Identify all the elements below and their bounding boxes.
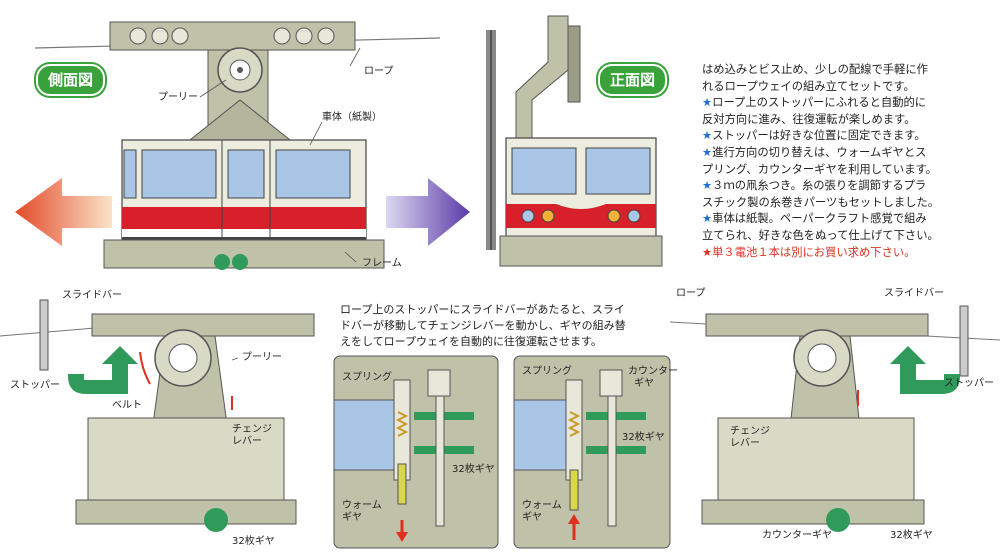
spring-label-inset-right: スプリング xyxy=(522,366,572,377)
frame-label: フレーム xyxy=(362,258,402,269)
worm-gear-label-inset-right-2: ギヤ xyxy=(522,512,542,523)
feature-line: ロープ上のストッパーにふれると自動的に xyxy=(712,96,927,110)
side-view-drawing xyxy=(34,21,441,270)
stopper-label-left: ストッパー xyxy=(10,380,60,391)
bottom-left-mechanism xyxy=(0,299,315,532)
counter-gear-label-inset-right-1: カウンター xyxy=(628,366,678,377)
front-view-drawing xyxy=(486,15,663,267)
belt-label: ベルト xyxy=(112,400,142,411)
change-lever-label-right-2: レバー xyxy=(730,438,760,449)
feature-line: プリング、カウンターギヤを利用しています。 xyxy=(702,162,937,176)
worm-gear-label-inset-right-1: ウォーム xyxy=(522,500,562,511)
description-text: はめ込みとビス止め、少しの配線で手軽に作 れるロープウェイの組み立てセットです。… xyxy=(702,62,994,261)
slide-bar-label-left: スライドバー xyxy=(62,290,122,301)
intro-line: はめ込みとビス止め、少しの配線で手軽に作 xyxy=(702,63,928,76)
rope-label: ロープ xyxy=(364,66,394,77)
inset-left-drawing xyxy=(333,355,499,549)
star-icon: ★ xyxy=(702,129,713,143)
front-view-badge: 正面図 xyxy=(598,64,668,96)
mechanism-explanation: ロープ上のストッパーにスライドバーがあたると、スライ ドバーが移動してチェンジレ… xyxy=(340,302,660,350)
feature-line: ３ｍの凧糸つき。糸の張りを調節するプラ xyxy=(712,179,927,193)
star-icon: ★ xyxy=(702,96,713,110)
feature-line: 車体は紙製。ペーパークラフト感覚で組み xyxy=(712,212,927,226)
pulley-label-left: プーリー xyxy=(242,352,282,363)
spring-label-inset-left: スプリング xyxy=(342,372,392,383)
feature-line: スチック製の糸巻きパーツもセットしました。 xyxy=(702,195,940,209)
right-direction-arrow xyxy=(386,178,470,246)
left-direction-arrow xyxy=(15,178,112,246)
star-icon: ★ xyxy=(702,145,713,159)
pulley-label: プーリー xyxy=(158,92,198,103)
explanation-line: えをしてロープウェイを自動的に往復運転させます。 xyxy=(340,335,602,348)
feature-line: 反対方向に進み、往復運転が楽しめます。 xyxy=(702,112,916,126)
worm-gear-label-inset-left-1: ウォーム xyxy=(342,500,382,511)
gear32-label-inset-left: 32枚ギヤ xyxy=(452,464,495,475)
counter-gear-label-inset-right-2: ギヤ xyxy=(634,378,654,389)
side-view-badge: 側面図 xyxy=(36,64,106,96)
gear32-label-right: 32枚ギヤ xyxy=(890,530,933,541)
counter-gear-label-right: カウンターギヤ xyxy=(762,530,832,541)
gear32-label-inset-right: 32枚ギヤ xyxy=(622,432,665,443)
u-turn-arrow-left xyxy=(68,346,138,394)
stopper-left xyxy=(39,299,49,371)
change-lever-label-left-1: チェンジ xyxy=(232,424,272,435)
change-lever-label-left-2: レバー xyxy=(232,436,262,447)
inset-right-drawing xyxy=(513,355,671,549)
feature-line: ストッパーは好きな位置に固定できます。 xyxy=(712,129,926,143)
explanation-line: ドバーが移動してチェンジレバーを動かし、ギヤの組み替 xyxy=(340,319,626,332)
rope-label-right: ロープ xyxy=(676,288,706,299)
slide-bar-label-right: スライドバー xyxy=(884,288,944,299)
stopper-label-right: ストッパー xyxy=(944,378,994,389)
worm-gear-label-inset-left-2: ギヤ xyxy=(342,512,362,523)
feature-line: 立てられ、好きな色をぬって仕上げて下さい。 xyxy=(702,228,939,242)
feature-line: 進行方向の切り替えは、ウォームギヤとス xyxy=(712,145,927,159)
explanation-line: ロープ上のストッパーにスライドバーがあたると、スライ xyxy=(340,303,625,316)
bottom-right-mechanism xyxy=(669,305,1000,532)
change-lever-label-right-1: チェンジ xyxy=(730,426,770,437)
star-icon: ★ xyxy=(702,212,713,226)
intro-line: れるロープウェイの組み立てセットです。 xyxy=(702,79,915,93)
body-label: 車体（紙製） xyxy=(322,112,382,123)
star-icon: ★ xyxy=(702,179,713,193)
u-turn-arrow-right xyxy=(890,346,960,394)
battery-note: ★単３電池１本は別にお買い求め下さい。 xyxy=(702,245,916,259)
gear32-label-left: 32枚ギヤ xyxy=(232,536,275,547)
stopper-right xyxy=(959,305,969,377)
